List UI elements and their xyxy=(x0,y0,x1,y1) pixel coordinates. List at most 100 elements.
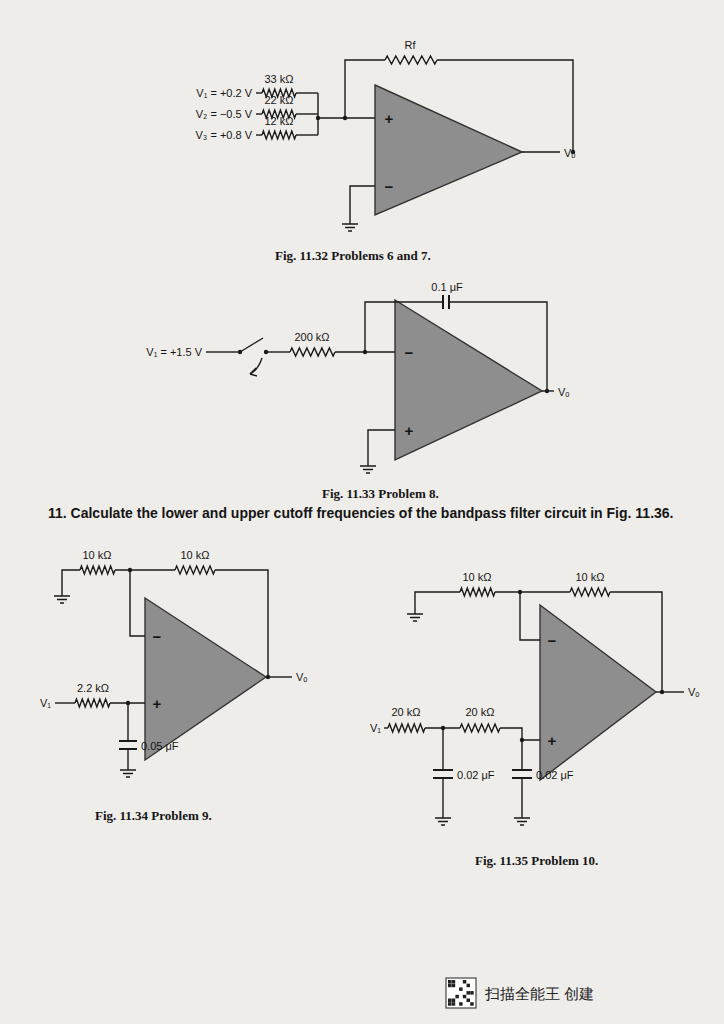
ground-symbol xyxy=(435,818,451,825)
wire xyxy=(127,703,128,741)
wire xyxy=(415,592,460,614)
qr-code xyxy=(446,978,476,1008)
figure-caption: Fig. 11.33 Problem 8. xyxy=(322,487,439,500)
capacitor-symbol xyxy=(443,295,449,309)
switch-arrow xyxy=(250,368,257,376)
output-label: Vₒ xyxy=(558,386,570,399)
resistor-symbol xyxy=(570,588,610,596)
component-value: 200 kΩ xyxy=(294,331,329,344)
qr-code xyxy=(470,991,474,995)
input-label: V₁ xyxy=(370,722,381,735)
ground-symbol xyxy=(514,818,530,825)
output-label: Vₒ xyxy=(564,147,576,160)
input-voltage: V₁ = +0.2 V xyxy=(196,87,252,100)
qr-code xyxy=(448,1002,452,1006)
input-voltage: V₃ = +0.8 V xyxy=(196,129,252,142)
component-value: 0.1 μF xyxy=(431,281,462,294)
qr-code xyxy=(448,999,452,1003)
wire xyxy=(296,92,318,93)
component-value: 10 kΩ xyxy=(462,571,491,584)
component-value: 20 kΩ xyxy=(391,706,420,719)
qr-code xyxy=(459,1002,463,1006)
component-value: 12 kΩ xyxy=(264,115,293,128)
wire xyxy=(449,302,547,391)
figure-caption: Fig. 11.32 Problems 6 and 7. xyxy=(275,249,431,262)
resistor-symbol xyxy=(460,588,495,596)
qr-code xyxy=(448,984,452,988)
qr-code xyxy=(452,999,456,1003)
qr-code xyxy=(459,987,463,991)
wire xyxy=(256,113,262,114)
wire xyxy=(365,302,443,352)
input-voltage: V₂ = −0.5 V xyxy=(196,108,252,121)
wire xyxy=(522,151,560,152)
capacitor-symbol xyxy=(512,770,532,778)
qr-code xyxy=(467,999,471,1003)
input-label: V₁ xyxy=(40,697,51,710)
ground-symbol xyxy=(120,770,136,777)
problem-text: 11. Calculate the lower and upper cutoff… xyxy=(48,505,673,522)
wire xyxy=(610,592,662,692)
component-value: 10 kΩ xyxy=(82,549,111,562)
wire xyxy=(215,570,268,677)
component-value: 0.02 μF xyxy=(536,769,574,782)
wire xyxy=(127,749,128,770)
opamp-symbol xyxy=(395,300,542,460)
wire xyxy=(115,569,175,570)
junction-dot xyxy=(660,690,664,694)
ground-symbol xyxy=(342,224,358,231)
resistor-symbol xyxy=(80,566,115,574)
wire xyxy=(62,570,80,596)
component-value: 0.02 μF xyxy=(457,769,495,782)
component-value: Rf xyxy=(405,39,416,52)
qr-code xyxy=(467,984,471,988)
resistor-symbol xyxy=(388,724,425,732)
input-voltage: V₁ = +1.5 V xyxy=(146,346,202,359)
resistor-symbol xyxy=(262,131,296,139)
wire xyxy=(350,186,375,224)
wire xyxy=(442,778,443,818)
junction-dot xyxy=(316,116,320,120)
wire xyxy=(368,430,395,466)
component-value: 10 kΩ xyxy=(575,571,604,584)
ground-symbol xyxy=(360,466,376,473)
pin-sign: − xyxy=(548,634,557,647)
junction-dot xyxy=(266,675,270,679)
pin-sign: + xyxy=(153,697,162,710)
wire xyxy=(384,727,388,728)
wire xyxy=(266,351,290,352)
opamp-symbol xyxy=(145,598,266,760)
qr-code xyxy=(470,1002,474,1006)
component-value: 0.05 μF xyxy=(141,740,179,753)
pin-sign: − xyxy=(405,346,414,359)
wire xyxy=(437,60,573,152)
figure-caption: Fig. 11.35 Problem 10. xyxy=(475,854,598,867)
wire xyxy=(520,592,540,640)
qr-code xyxy=(463,995,467,999)
resistor-symbol xyxy=(75,699,110,707)
wire xyxy=(256,92,262,93)
ground-symbol xyxy=(407,614,423,621)
wire xyxy=(240,338,263,352)
qr-code xyxy=(452,1002,456,1006)
wire xyxy=(345,60,385,118)
wire xyxy=(296,134,318,135)
pin-sign: − xyxy=(385,180,394,193)
pin-sign: + xyxy=(385,112,394,125)
output-label: Vₒ xyxy=(296,671,308,684)
junction-dot xyxy=(545,389,549,393)
wire xyxy=(130,570,145,636)
wire xyxy=(521,778,522,818)
wire xyxy=(442,728,443,770)
component-value: 20 kΩ xyxy=(465,706,494,719)
qr-code xyxy=(448,980,452,984)
wire xyxy=(256,134,262,135)
pin-sign: + xyxy=(548,734,557,747)
qr-code xyxy=(467,991,471,995)
resistor-symbol xyxy=(175,566,215,574)
ground-symbol xyxy=(54,596,70,603)
wire xyxy=(500,728,540,740)
pin-sign: + xyxy=(405,424,414,437)
qr-code xyxy=(463,980,467,984)
qr-code xyxy=(452,980,456,984)
